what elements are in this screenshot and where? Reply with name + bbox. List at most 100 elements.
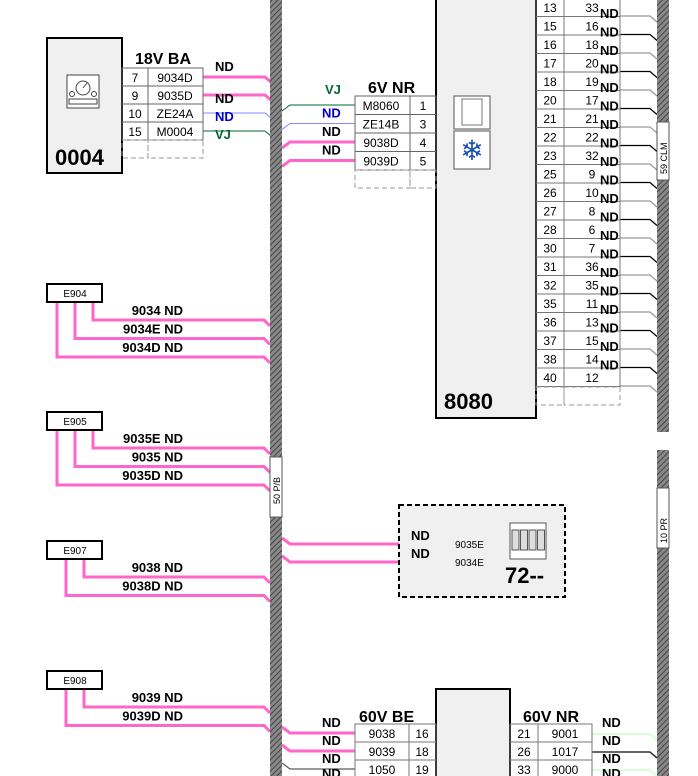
wire-id: 10 — [585, 186, 599, 200]
component-8080 — [435, 0, 537, 419]
splice-wire-label: 9034D ND — [122, 340, 183, 355]
wire-id: ZE14B — [363, 118, 400, 132]
pin-number: 27 — [543, 205, 557, 219]
wire-6[interactable] — [620, 237, 658, 245]
wire-color-label: ND — [600, 302, 619, 317]
wire-9039[interactable] — [82, 689, 272, 715]
harness-label-right-bottom: 10 PR — [659, 517, 669, 543]
wire-10[interactable] — [620, 200, 658, 208]
wire-19[interactable] — [620, 89, 658, 97]
wire-9039[interactable] — [281, 743, 355, 753]
wire-11[interactable] — [620, 311, 658, 319]
wire-id: 9035D — [157, 89, 193, 103]
wire-1017[interactable] — [592, 751, 658, 759]
wire-21[interactable] — [620, 126, 658, 134]
wire-color-label: ND — [602, 751, 621, 766]
wire-id: 22 — [585, 131, 599, 145]
pin-number: 10 — [128, 107, 142, 121]
wire-id: 12 — [585, 371, 599, 385]
wire-1050[interactable] — [281, 762, 355, 770]
pin-number: 1 — [420, 99, 427, 113]
wire-9035D[interactable] — [203, 93, 273, 103]
wire-M0004[interactable] — [203, 130, 273, 138]
wire-id: 11 — [586, 297, 599, 311]
splice-wire-label: 9039 ND — [132, 690, 183, 705]
wire-36[interactable] — [620, 274, 658, 282]
pin-number: 32 — [543, 279, 557, 293]
wire-id: M0004 — [157, 125, 194, 139]
pin-number: 21 — [543, 112, 557, 126]
wire-9038[interactable] — [281, 725, 355, 735]
wire-18[interactable] — [620, 52, 658, 60]
wire-12[interactable] — [620, 385, 658, 393]
wire-20[interactable] — [620, 70, 658, 78]
wire-color-label: ND — [322, 733, 341, 748]
wire-cell — [537, 759, 593, 776]
wire-9034D[interactable] — [203, 75, 273, 85]
wire-color-label: ND — [602, 766, 621, 776]
wire-9039D[interactable] — [64, 689, 272, 733]
wire-color-label: ND — [600, 6, 619, 21]
wire-9001[interactable] — [592, 733, 658, 741]
wire-9038D[interactable] — [64, 559, 272, 603]
wire-9[interactable] — [620, 181, 658, 189]
wire-9038[interactable] — [82, 559, 272, 585]
wire-9034D[interactable] — [55, 302, 272, 365]
wire-color-label: ND — [600, 62, 619, 77]
wire-9034E[interactable] — [281, 554, 448, 564]
empty-pin-cell — [409, 169, 437, 189]
splice-wire-label: 9039D ND — [122, 709, 183, 724]
harness-trunk-right-top — [657, 0, 669, 432]
wire-15[interactable] — [620, 348, 658, 356]
wire-9035E[interactable] — [91, 430, 272, 456]
wire-32[interactable] — [620, 163, 658, 171]
wire-9038D[interactable] — [281, 140, 355, 150]
wire-id: 9000 — [552, 763, 579, 776]
wire-16[interactable] — [620, 33, 658, 41]
wire-9035E[interactable] — [281, 536, 448, 546]
pin-number: 26 — [517, 745, 531, 759]
wire-color-label: ND — [600, 284, 619, 299]
wire-9034[interactable] — [91, 302, 272, 328]
pin-number: 36 — [543, 316, 557, 330]
wire-9039D[interactable] — [281, 159, 355, 168]
wire-id: 9035E — [455, 540, 484, 551]
wire-13[interactable] — [620, 329, 658, 337]
pin-number: 37 — [543, 334, 557, 348]
connector-label: 60V BE — [359, 709, 414, 726]
empty-wire-cell — [147, 139, 204, 159]
wire-ZE24A[interactable] — [203, 112, 273, 120]
wire-33[interactable] — [620, 15, 658, 23]
wire-id: 14 — [585, 353, 599, 367]
connector-label: 18V BA — [135, 51, 191, 68]
pin-number: 38 — [543, 353, 557, 367]
wire-35[interactable] — [620, 292, 658, 300]
wire-9035D[interactable] — [55, 430, 272, 493]
wire-id: M8060 — [363, 99, 400, 113]
wire-17[interactable] — [620, 107, 658, 115]
wire-color-label: ND — [600, 247, 619, 262]
wire-color-label: VJ — [325, 82, 341, 97]
wire-9000[interactable] — [592, 769, 658, 776]
wire-9035[interactable] — [73, 430, 272, 474]
wire-id: 18 — [585, 38, 599, 52]
wire-14[interactable] — [620, 366, 658, 374]
splice-id: E908 — [63, 676, 87, 687]
wire-8[interactable] — [620, 218, 658, 226]
wire-22[interactable] — [620, 144, 658, 152]
wire-color-label: VJ — [215, 127, 231, 142]
wire-id: 9039D — [363, 155, 399, 169]
wire-color-label: ND — [215, 91, 234, 106]
splice-wire-label: 9038 ND — [132, 560, 183, 575]
harness-label-right-top: 59 CLM — [659, 142, 669, 174]
wire-ZE14B[interactable] — [281, 123, 355, 130]
pin-number: 26 — [543, 186, 557, 200]
wire-7[interactable] — [620, 255, 658, 263]
pin-number: 21 — [517, 727, 531, 741]
wire-9034E[interactable] — [73, 302, 272, 346]
pin-number: 4 — [420, 136, 427, 150]
wire-M8060[interactable] — [281, 104, 355, 112]
switch-block-icon — [537, 529, 545, 551]
wire-color-label: ND — [411, 528, 430, 543]
wire-id: 13 — [585, 316, 599, 330]
